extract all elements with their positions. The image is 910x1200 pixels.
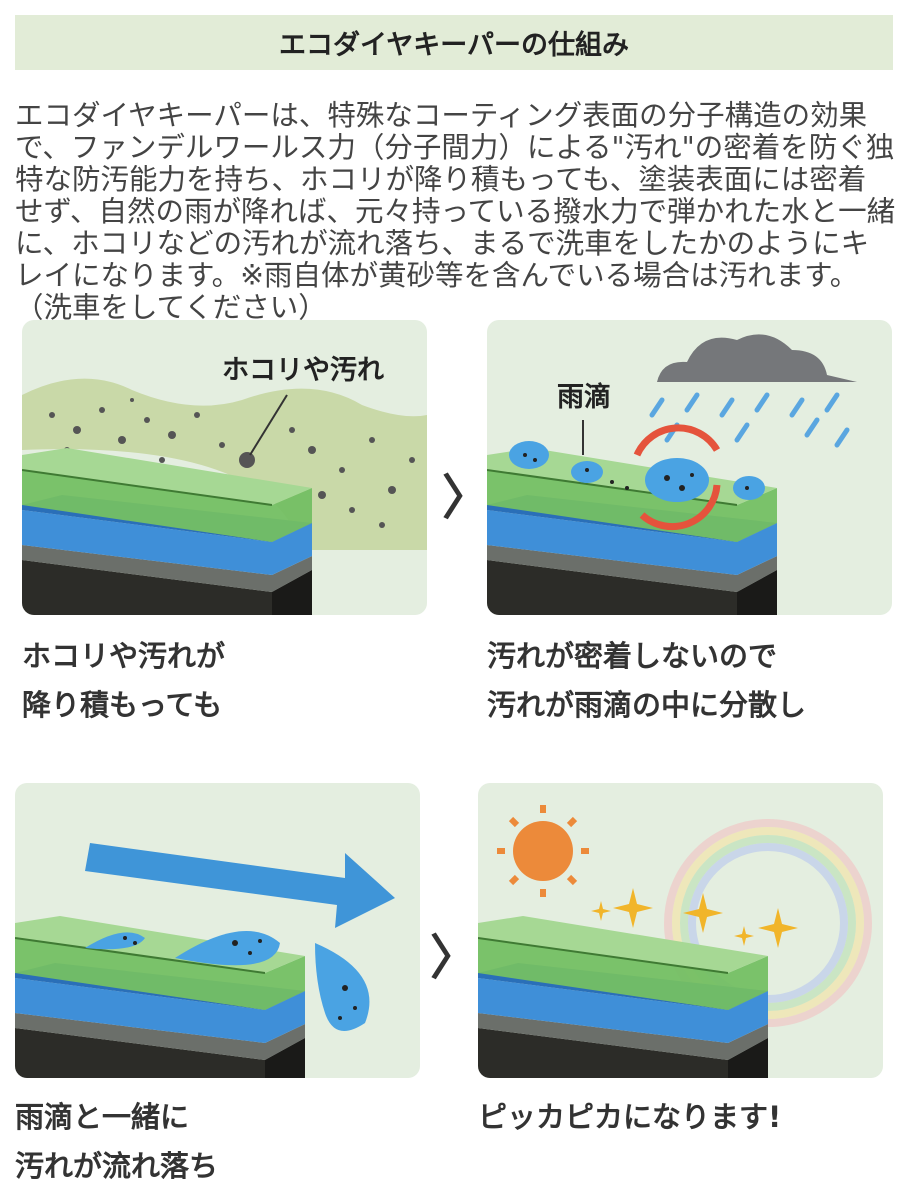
title-bar: エコダイヤキーパーの仕組み: [15, 15, 893, 70]
description-line: エコダイヤキーパーは、特殊なコーティング表面の分子構造の効果: [15, 99, 868, 132]
sun-icon: [497, 805, 589, 897]
description-line: で、ファンデルワールス力（分子間力）による"汚れ"の密着を防ぐ独: [15, 131, 895, 164]
dust-particles: [49, 398, 415, 528]
description-line: に、ホコリなどの汚れが流れ落ち、まるで洗車をしたかのようにキ: [15, 227, 870, 260]
paint-layers: [487, 447, 778, 615]
caption-line: 雨滴と一緒に: [15, 1100, 190, 1134]
rotation-arrow-icon: [633, 424, 721, 457]
page-title: エコダイヤキーパーの仕組み: [279, 30, 629, 61]
caption-line: 降り積もっても: [22, 688, 223, 722]
rain-icon: [649, 392, 850, 448]
step2-illustration: 雨滴: [487, 320, 892, 615]
caption-line: 汚れが雨滴の中に分散し: [487, 688, 807, 722]
step1-illustration: ホコリや汚れ: [22, 320, 427, 615]
description-line: レイになります。※雨自体が黄砂等を含んでいる場合は汚れます。: [15, 259, 859, 292]
step3-caption: 雨滴と一緒に 汚れが流れ落ち: [15, 1093, 218, 1191]
arrow-icon: 〉: [430, 930, 479, 986]
caption-line: 汚れが密着しないので: [487, 639, 778, 673]
arrow-icon: 〉: [442, 470, 491, 526]
raindrop-label: 雨滴: [557, 382, 611, 413]
cloud-icon: [657, 334, 857, 382]
step4-caption: ピッカピカになります!: [478, 1093, 781, 1142]
description-line: 特な防汚能力を持ち、ホコリが降り積もっても、塗装表面には密着: [15, 163, 867, 196]
step1-caption: ホコリや汚れが 降り積もっても: [22, 632, 225, 730]
paint-layers: [478, 915, 769, 1078]
caption-line: 汚れが流れ落ち: [15, 1149, 219, 1183]
step4-illustration: [478, 783, 883, 1078]
sparkle-icons: [591, 888, 798, 948]
description: エコダイヤキーパーは、特殊なコーティング表面の分子構造の効果 で、ファンデルワー…: [15, 100, 900, 324]
step2-caption: 汚れが密着しないので 汚れが雨滴の中に分散し: [487, 632, 806, 730]
description-line: （洗車をしてください）: [15, 291, 327, 324]
dust-label: ホコリや汚れ: [222, 355, 384, 386]
step3-illustration: [15, 783, 420, 1078]
caption-line: ピッカピカになります!: [478, 1100, 782, 1134]
dust-cloud: [22, 378, 427, 550]
caption-line: ホコリや汚れが: [22, 639, 226, 673]
flow-arrow-icon: [85, 843, 395, 928]
water-droplets: [509, 441, 765, 502]
description-line: せず、自然の雨が降れば、元々持っている撥水力で弾かれた水と一緒: [15, 195, 896, 228]
